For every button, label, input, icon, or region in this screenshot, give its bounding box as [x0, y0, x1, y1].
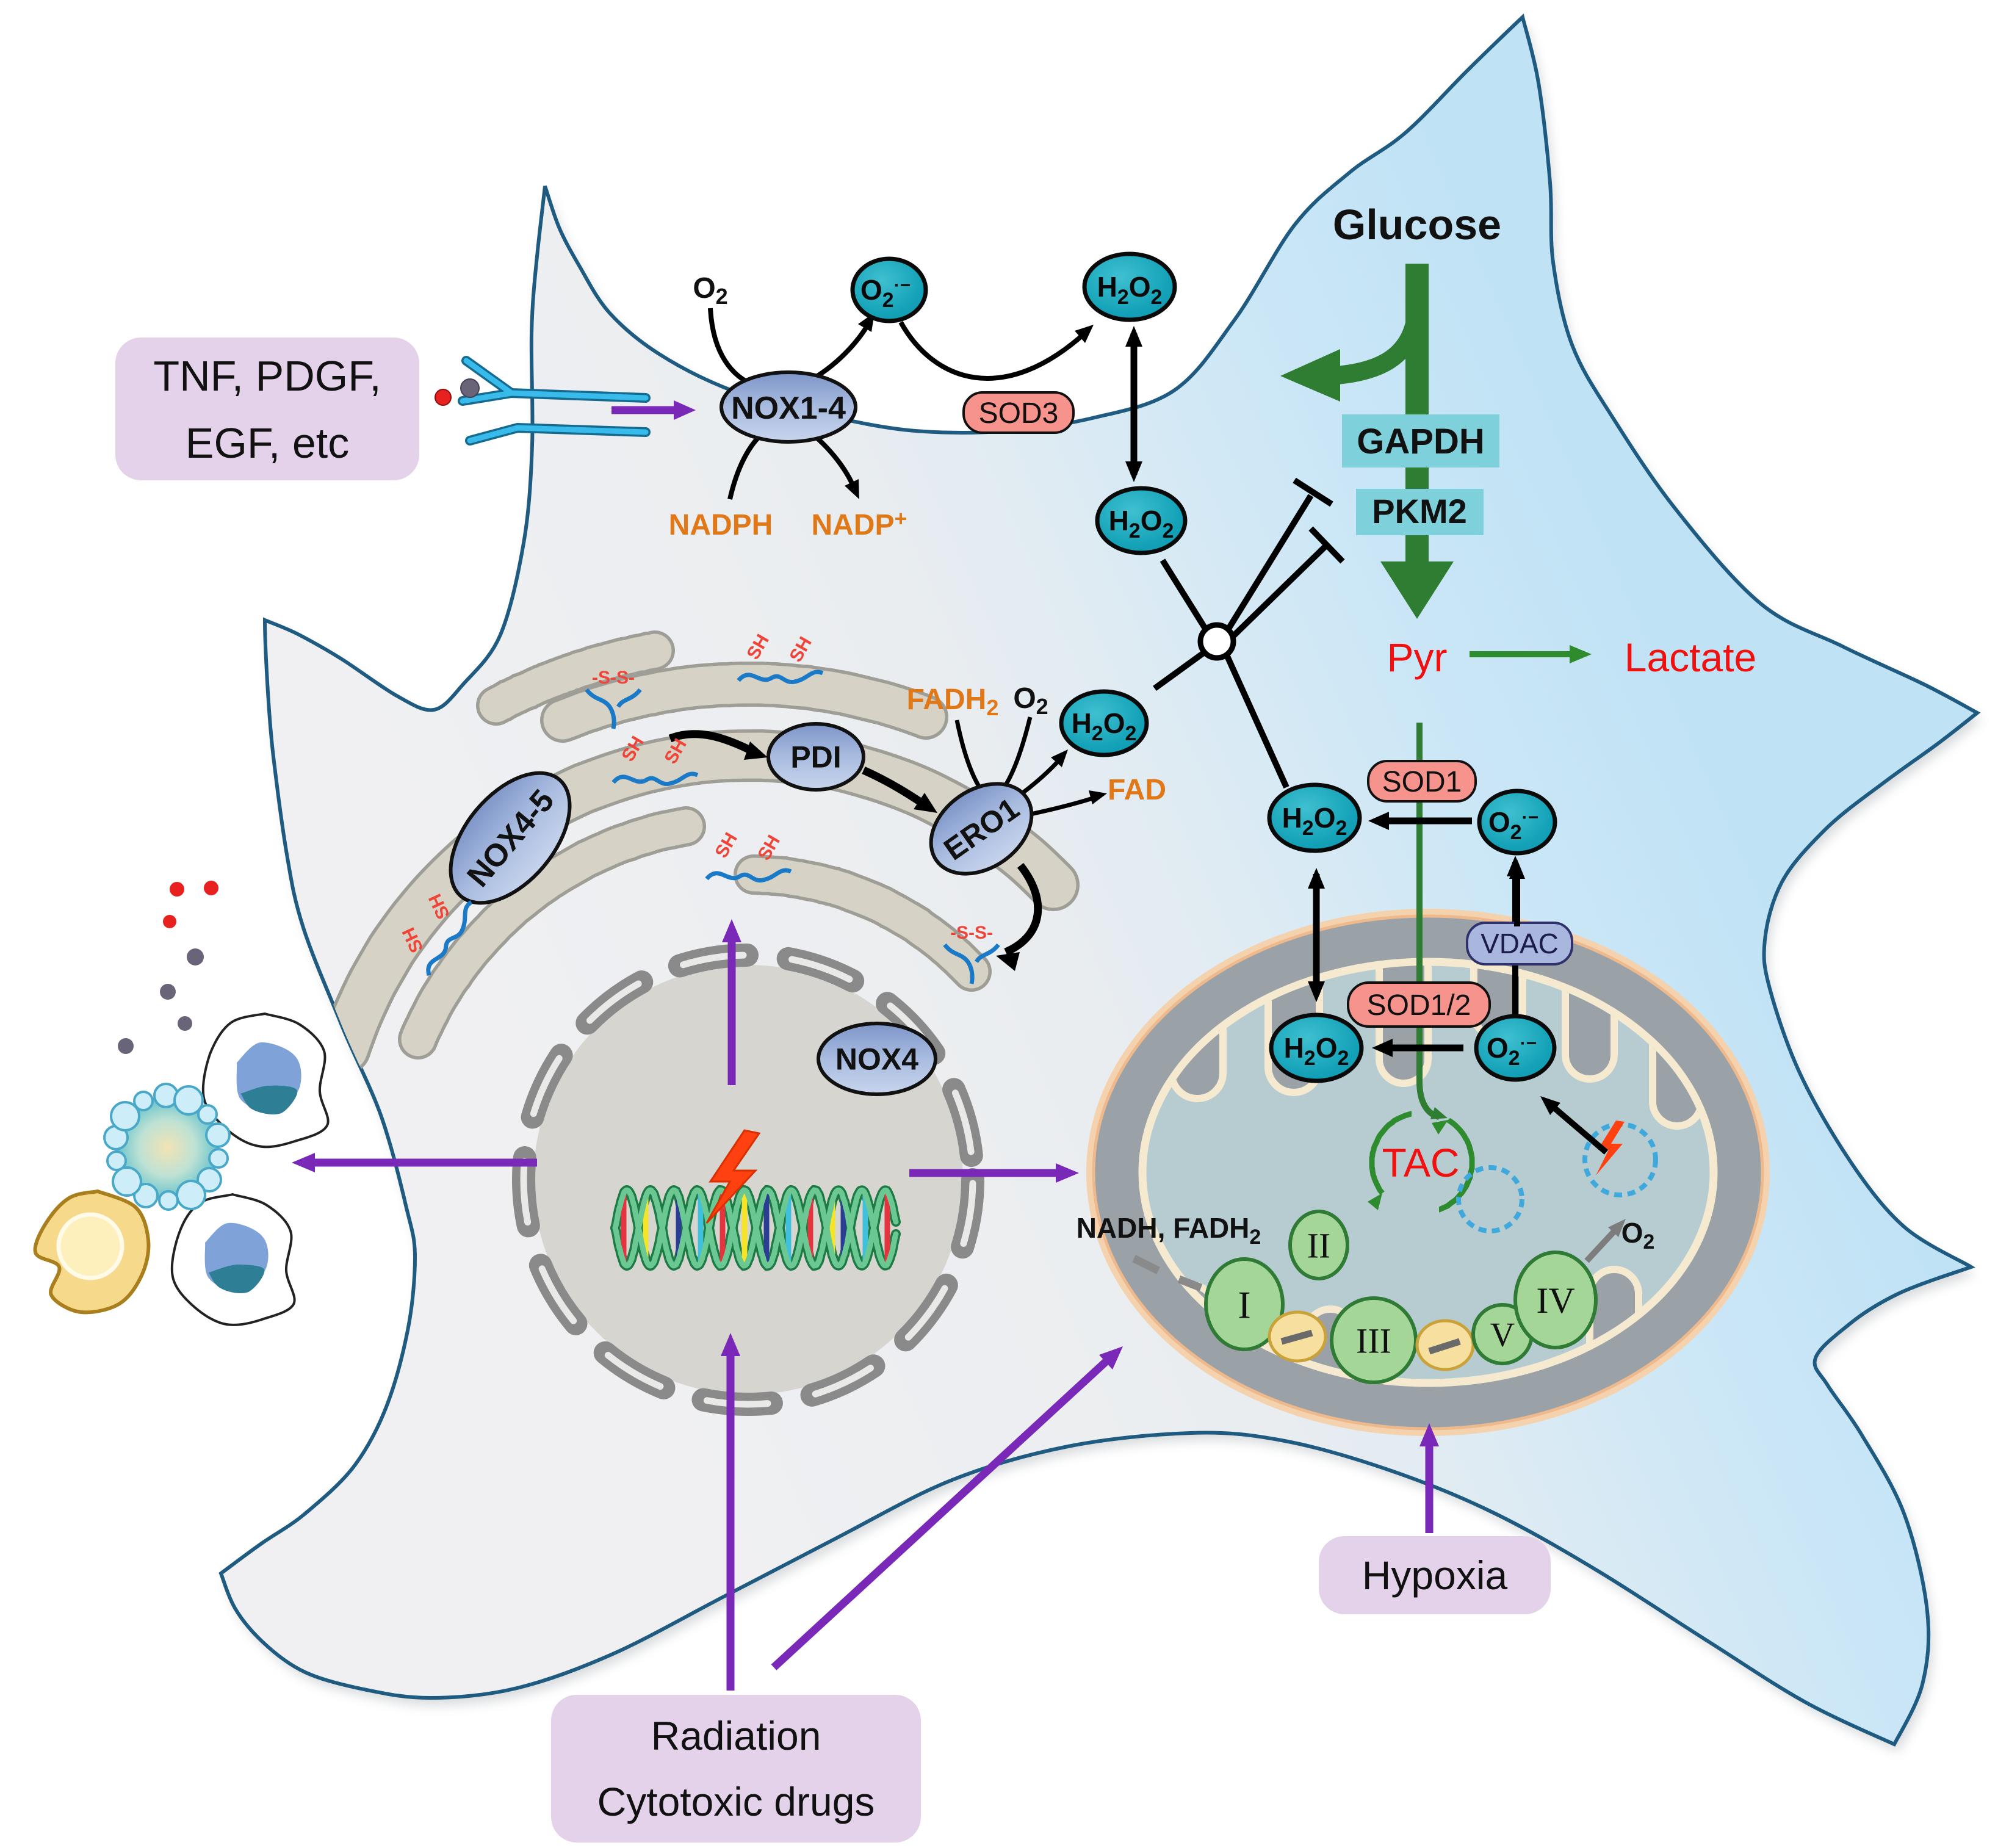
svg-text:Hypoxia: Hypoxia	[1362, 1553, 1508, 1598]
svg-text:PDI: PDI	[790, 740, 841, 774]
svg-text:SOD1/2: SOD1/2	[1367, 989, 1471, 1022]
svg-text:FADH2: FADH2	[907, 684, 999, 720]
svg-text:V: V	[1490, 1316, 1515, 1354]
svg-text:Pyr: Pyr	[1387, 635, 1448, 680]
svg-text:TAC: TAC	[1382, 1140, 1459, 1185]
svg-text:H2O2: H2O2	[1097, 271, 1163, 309]
svg-text:VDAC: VDAC	[1481, 928, 1559, 959]
svg-text:NADH, FADH2: NADH, FADH2	[1077, 1212, 1261, 1249]
svg-text:NOX1-4: NOX1-4	[731, 391, 846, 426]
svg-text:O2·−: O2·−	[860, 274, 911, 312]
svg-text:H2O2: H2O2	[1284, 1032, 1349, 1070]
svg-text:O2: O2	[693, 272, 727, 309]
svg-text:SOD3: SOD3	[979, 397, 1059, 430]
svg-text:Cytotoxic drugs: Cytotoxic drugs	[597, 1779, 875, 1824]
svg-text:-S-S-: -S-S-	[950, 923, 993, 943]
svg-text:TNF, PDGF,: TNF, PDGF,	[153, 352, 381, 400]
svg-text:-S-S-: -S-S-	[592, 668, 635, 688]
svg-text:GAPDH: GAPDH	[1357, 422, 1484, 461]
svg-text:Glucose: Glucose	[1333, 201, 1501, 248]
svg-text:H2O2: H2O2	[1109, 505, 1174, 543]
svg-text:FAD: FAD	[1108, 774, 1166, 806]
svg-text:NADP+: NADP+	[811, 506, 907, 541]
svg-text:NADPH: NADPH	[669, 509, 773, 541]
svg-text:NOX4: NOX4	[835, 1042, 918, 1077]
svg-text:Radiation: Radiation	[651, 1713, 821, 1758]
svg-text:H2O2: H2O2	[1072, 707, 1137, 745]
svg-text:Lactate: Lactate	[1625, 635, 1757, 680]
svg-text:IV: IV	[1536, 1280, 1574, 1321]
svg-text:PKM2: PKM2	[1372, 492, 1467, 530]
svg-text:I: I	[1238, 1283, 1250, 1326]
svg-text:II: II	[1307, 1225, 1331, 1265]
svg-text:EGF, etc: EGF, etc	[186, 419, 349, 467]
svg-text:III: III	[1356, 1321, 1391, 1360]
svg-text:SOD1: SOD1	[1382, 766, 1462, 798]
